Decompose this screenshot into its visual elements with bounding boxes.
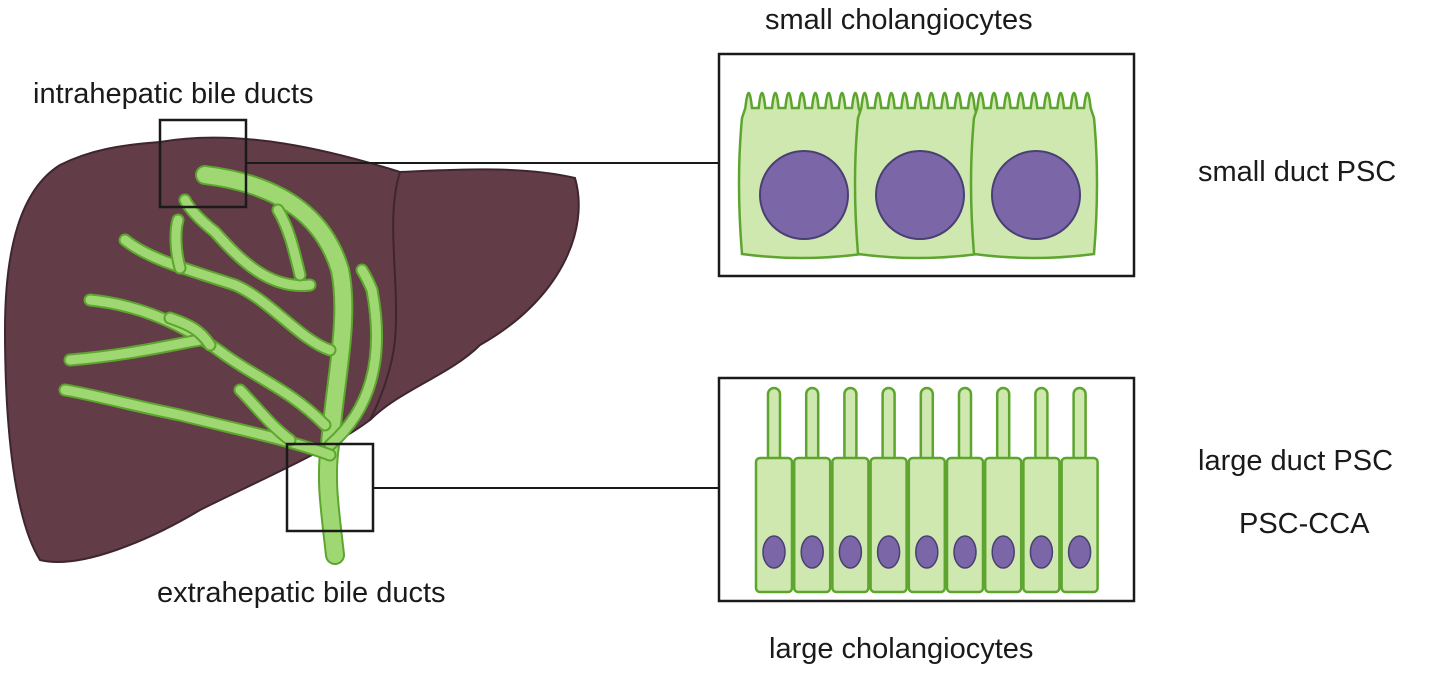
- duct-branch-lower-sub: [235, 385, 295, 445]
- small-cholangiocyte-nucleus: [875, 150, 965, 240]
- large-cholangiocyte-cell: [1060, 456, 1099, 594]
- small-cholangiocyte-nucleus: [759, 150, 849, 240]
- large-cholangiocyte-cell: [945, 456, 985, 594]
- large-cholangiocyte-cell: [907, 456, 947, 594]
- label-large-duct-psc: large duct PSC: [1198, 445, 1394, 477]
- right-hepatic-duct: [325, 265, 382, 450]
- large-cholangiocyte-nucleus: [876, 535, 901, 569]
- large-cholangiocyte-cell: [1022, 456, 1061, 594]
- duct-branch-mid-left: [171, 215, 185, 273]
- label-small-cholangiocytes: small cholangiocytes: [765, 4, 1033, 36]
- large-cholangiocyte-cell: [983, 456, 1023, 594]
- duct-branch-upper-right: [273, 205, 305, 280]
- large-cholangiocyte-cell: [754, 456, 794, 594]
- large-cholangiocyte-nucleus: [953, 535, 977, 569]
- label-intrahepatic-bile-ducts: intrahepatic bile ducts: [33, 78, 314, 110]
- large-cholangiocyte-nucleus: [991, 535, 1015, 569]
- duct-branch-left: [85, 295, 330, 430]
- large-cholangiocyte-nucleus: [915, 535, 939, 569]
- duct-branch-mid: [120, 235, 335, 355]
- large-cholangiocyte-cilium: [1072, 386, 1087, 464]
- large-cholangiocyte-cilium: [881, 386, 896, 464]
- small-cholangiocyte-nucleus: [991, 150, 1081, 240]
- liver-lobe-line: [369, 171, 401, 421]
- label-extrahepatic-bile-ducts: extrahepatic bile ducts: [157, 577, 446, 609]
- common-bile-duct: [197, 167, 352, 563]
- duct-branch-left-sub2: [165, 313, 215, 350]
- large-cholangiocyte-cilium: [919, 386, 935, 464]
- label-large-cholangiocytes: large cholangiocytes: [769, 633, 1034, 665]
- large-cholangiocyte-cilium: [804, 386, 820, 464]
- large-cholangiocyte-cilium: [766, 386, 782, 464]
- large-cholangiocyte-nucleus: [1029, 535, 1054, 569]
- large-cholangiocyte-cilium: [957, 386, 973, 464]
- duct-branch-upper: [180, 195, 315, 291]
- small-cell-group: [737, 91, 1099, 260]
- label-psc-cca: PSC-CCA: [1239, 508, 1370, 540]
- large-cholangiocyte-nucleus: [762, 535, 786, 569]
- large-cholangiocyte-cell: [831, 456, 870, 594]
- label-small-duct-psc: small duct PSC: [1198, 156, 1397, 188]
- large-cholangiocyte-nucleus: [800, 535, 824, 569]
- large-cell-group: [754, 386, 1099, 594]
- large-cholangiocyte-cilium: [843, 386, 858, 464]
- large-cholangiocyte-nucleus: [838, 535, 863, 569]
- liver: [3, 136, 580, 563]
- duct-branch-left-sub: [65, 335, 205, 365]
- large-cholangiocyte-nucleus: [1067, 535, 1092, 569]
- bile-duct-tree: [58, 165, 384, 565]
- large-cholangiocyte-cell: [792, 456, 832, 594]
- large-cholangiocyte-cilium: [995, 386, 1011, 464]
- large-cholangiocyte-cilium: [1034, 386, 1049, 464]
- large-cholangiocyte-cell: [869, 456, 908, 594]
